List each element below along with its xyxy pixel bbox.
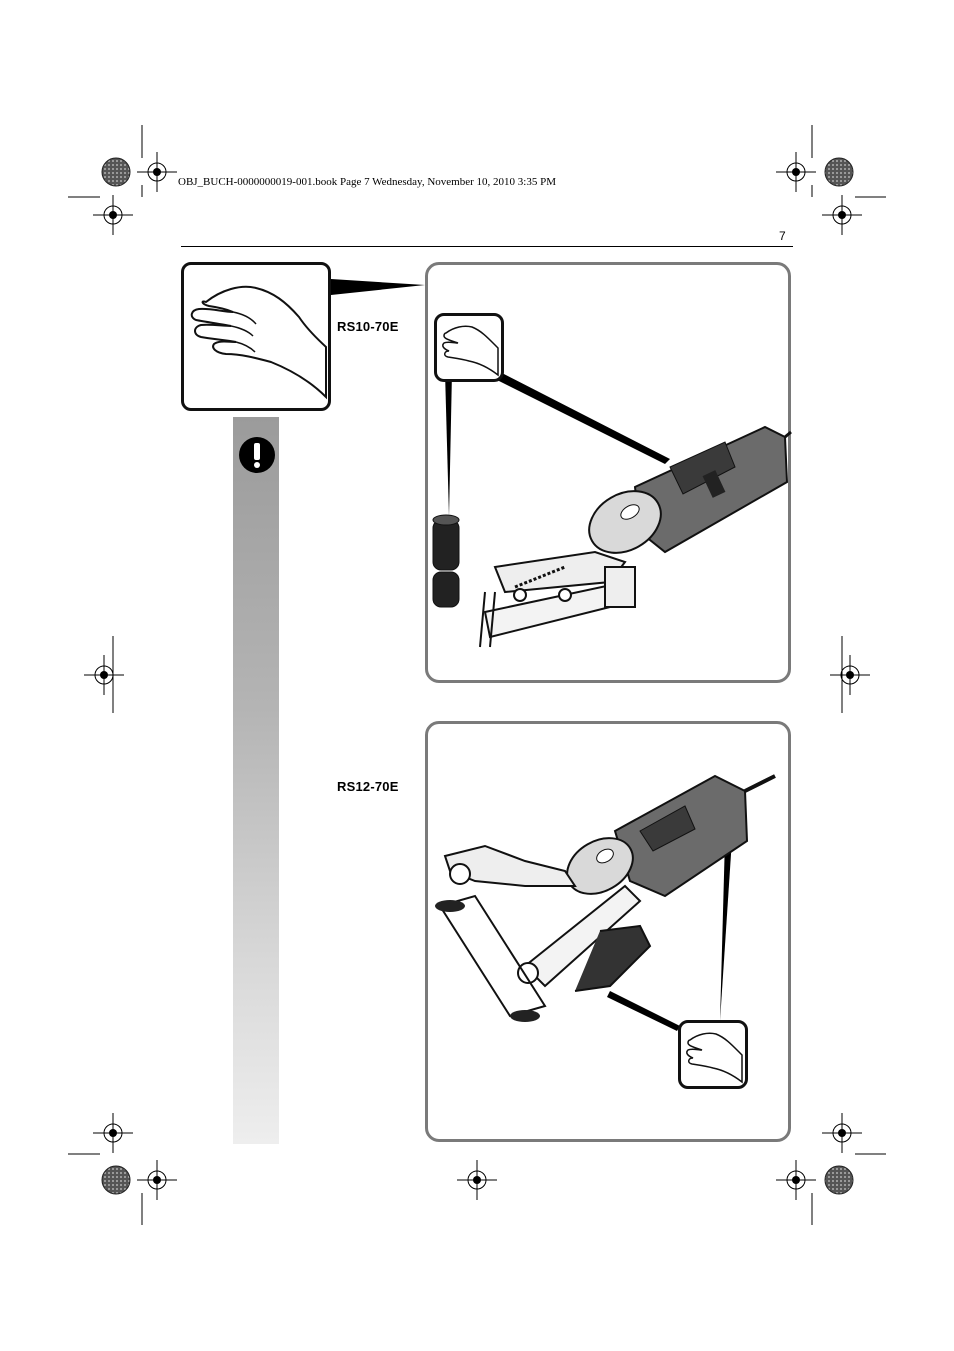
hand-icon xyxy=(442,325,499,377)
page-number: 7 xyxy=(779,229,786,243)
model-label-rs12: RS12-70E xyxy=(337,779,399,794)
book-info-header: OBJ_BUCH-0000000019-001.book Page 7 Wedn… xyxy=(178,176,556,188)
hand-icon xyxy=(190,285,327,400)
hand-icon xyxy=(686,1032,743,1084)
pipe-sander-rs12-illustration xyxy=(435,774,776,1031)
header-rule xyxy=(181,246,793,247)
pipe-sander-rs10-illustration xyxy=(432,372,792,648)
exclamation-icon xyxy=(239,437,275,473)
sidebar-gradient-bar xyxy=(233,417,279,1144)
model-label-rs10: RS10-70E xyxy=(337,319,399,334)
